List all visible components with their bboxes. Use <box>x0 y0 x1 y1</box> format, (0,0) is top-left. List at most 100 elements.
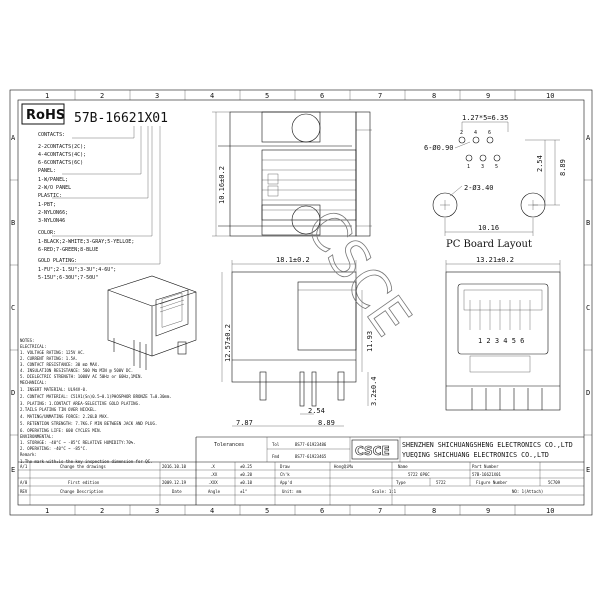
row-label: D <box>11 389 15 397</box>
option-line: 6-RED;7-GREEN;8-BLUE <box>38 247 98 253</box>
note-line: 2. CONTACT MATERIAL: C5191(Sn)0.5~0.1)PH… <box>20 394 172 399</box>
note-line: 4. MATING/UNMATING FORCE: 2.26LB MAX. <box>20 414 109 419</box>
col-label: 7 <box>378 507 382 515</box>
tb-fmd-ref: BS77-61923465 <box>295 454 327 459</box>
col-label: 4 <box>210 92 214 100</box>
pcb-hole <box>472 136 480 144</box>
tb-rev-a1-desc: Change the drawings <box>60 464 106 469</box>
tb-rev-label: REV <box>20 489 28 494</box>
note-line: 1. INSERT MATERIAL: UL94V-0. <box>20 387 87 392</box>
tb-xx-tol: ±0.20 <box>240 472 253 477</box>
tb-tolerances: Tolerances <box>214 442 244 448</box>
dim-hole-large: 2-Ø3.40 <box>464 184 494 192</box>
option-line: 2-2CONTACTS(2C); <box>38 144 86 150</box>
top-view: 10.16±0.2 <box>212 111 372 237</box>
col-label: 9 <box>486 92 490 100</box>
note-line: 1. STORAGE: -40°C ~ -85°C RELATIVE HUMID… <box>20 440 136 445</box>
pcb-hole <box>465 154 473 162</box>
option-line: 2-NYLON66; <box>38 210 68 216</box>
col-label: 4 <box>210 507 214 515</box>
tb-part-val: 57B-16621X01 <box>472 472 501 477</box>
option-line: 4-4CONTACTS(4C); <box>38 152 86 158</box>
option-line: 3-NYLON46 <box>38 218 65 224</box>
note-line: NOTES: <box>20 338 34 343</box>
tb-name-label: Name <box>398 464 408 469</box>
tb-rev-a0-date: 2009.12.19 <box>162 480 187 485</box>
tb-logo: CSCE <box>355 444 390 458</box>
col-label: 8 <box>432 92 436 100</box>
dim-side-pin: 3.2±0.4 <box>370 376 378 406</box>
tb-figure-label: Figure Number <box>476 480 508 485</box>
tb-rev-a1-date: 2016.10.10 <box>162 464 187 469</box>
dim-pitch: 1.27*5=6.35 <box>462 114 508 122</box>
col-label: 2 <box>100 507 104 515</box>
dim-side-right: 11.93 <box>366 331 374 352</box>
option-line: 6-6CONTACTS(6C) <box>38 160 83 166</box>
option-line: GOLD PLATING: <box>38 258 77 264</box>
isometric-connector <box>107 275 197 370</box>
dim-side-width: 18.1±0.2 <box>276 256 310 264</box>
note-line: 2.TAILS PLATING TIN OVER NICKEL. <box>20 407 97 412</box>
pcb-title: PC Board Layout <box>446 239 532 250</box>
dim-hole-small: 6-Ø0.90 <box>424 144 454 152</box>
col-label: 6 <box>320 92 324 100</box>
pcb-mount-hole <box>432 192 458 218</box>
row-label: E <box>11 466 15 474</box>
tb-xx: .XX <box>210 472 218 477</box>
pin-numbers: 1 2 3 4 5 6 <box>478 337 524 345</box>
dim-side-height: 12.57±0.2 <box>224 324 232 362</box>
tb-x-tol: ±0.25 <box>240 464 253 469</box>
options-list: CONTACTS: 2-2CONTACTS(2C); 4-4CONTACTS(4… <box>38 132 134 281</box>
note-line: 2. OPERATING: -40°C ~ -85°C. <box>20 446 87 451</box>
note-line: ENVIRONMENTAL: <box>20 434 54 439</box>
tb-angle: Angle <box>208 489 221 494</box>
option-line: 1-PBT; <box>38 202 56 208</box>
pcb-hole <box>458 136 466 144</box>
row-label: B <box>586 219 590 227</box>
tb-name-val: 5722 6P6C <box>408 472 430 477</box>
tb-figure-val: 5C709 <box>548 480 561 485</box>
col-label: 10 <box>546 507 554 515</box>
tb-draw: Draw <box>280 464 290 469</box>
svg-text:2: 2 <box>460 130 463 136</box>
tb-xxx: .XXX <box>208 480 218 485</box>
outer-border <box>9 89 593 516</box>
watermark: CSCE <box>293 199 422 347</box>
tb-draw-name: HongQiMu <box>334 464 354 469</box>
row-label: C <box>586 304 590 312</box>
dim-pcb-vert2: 8.89 <box>559 159 567 176</box>
note-line: MECHANICAL: <box>20 380 47 385</box>
notes-block: NOTES: ELECTRICAL: 1. VOLTAGE RATING: 12… <box>20 338 172 464</box>
tb-fmd: Fmd <box>272 454 280 459</box>
note-line: 6. OPERATING LIFE: 600 CYCLES MIN. <box>20 428 102 433</box>
dim-side-bot1: 2.54 <box>308 407 325 415</box>
tb-sheet: NO: 1(Attach) <box>512 489 543 494</box>
row-label: A <box>586 134 591 142</box>
option-line: 1-W/PANEL; <box>38 177 68 183</box>
pcb-hole <box>493 154 501 162</box>
col-label: 6 <box>320 507 324 515</box>
row-markers: A B C D E A B C D E <box>10 134 592 474</box>
note-line: 3. PLATING: 1.CONTACT AREA-SELECTIVE GOL… <box>20 401 140 406</box>
tb-type-label: Type <box>396 480 406 485</box>
col-label: 5 <box>265 507 269 515</box>
row-label: E <box>586 466 590 474</box>
tb-unit: Unit: mm <box>282 489 302 494</box>
pcb-hole <box>486 136 494 144</box>
col-label: 2 <box>100 92 104 100</box>
inner-border <box>17 99 585 506</box>
tb-date-label: Date <box>172 489 182 494</box>
col-label: 5 <box>265 92 269 100</box>
row-label: B <box>11 219 15 227</box>
tb-company1: SHENZHEN SHICHUANGSHENG ELECTRONICS CO.,… <box>402 441 573 449</box>
rohs-label: RoHS <box>26 108 65 123</box>
tb-xxx-tol: ±0.10 <box>240 480 253 485</box>
col-label: 7 <box>378 92 382 100</box>
dim-top-height: 10.16±0.2 <box>218 166 226 204</box>
tb-app: App'd <box>280 480 293 485</box>
tb-angle-tol: ±1° <box>240 489 247 494</box>
note-line: ELECTRICAL: <box>20 344 47 349</box>
dim-pcb-width: 10.16 <box>478 224 499 232</box>
col-label: 9 <box>486 507 490 515</box>
